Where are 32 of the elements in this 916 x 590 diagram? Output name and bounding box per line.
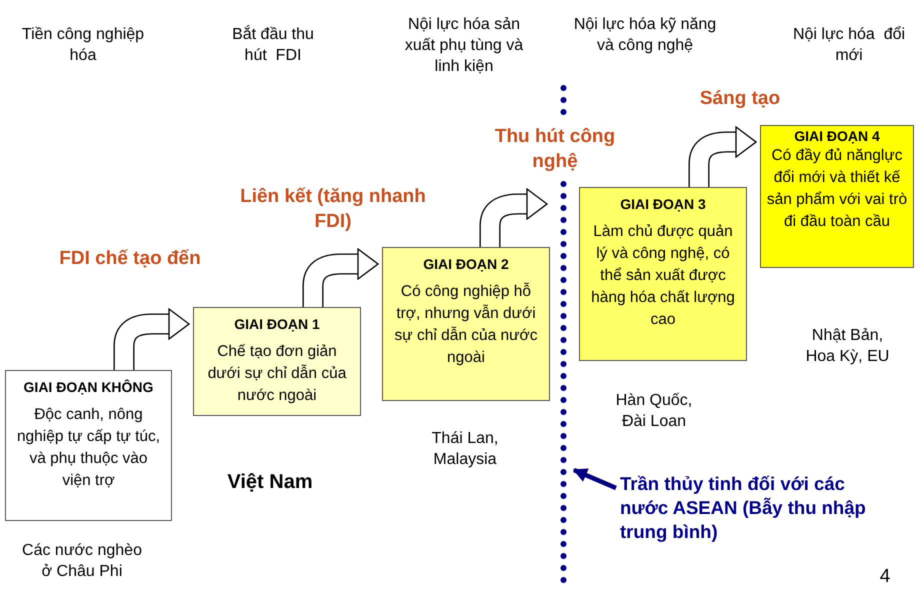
stage-title: GIAI ĐOẠN 2 xyxy=(422,256,510,273)
stage-heading: Nội lực hóa đổi mới xyxy=(792,25,906,66)
page-number: 4 xyxy=(878,566,892,587)
stage-heading: Nội lực hóa kỹ năng và công nghệ xyxy=(572,15,718,56)
stage-title: GIAI ĐOẠN 4 xyxy=(793,128,881,145)
stage-description: Có công nghiệp hỗ trợ, nhưng vẫn dưới sự chỉ dẫn của nước ngoài xyxy=(394,282,538,368)
stage-heading: Tiền công nghiệp hóa xyxy=(20,25,146,66)
stage-box xyxy=(760,125,914,268)
country-label: Nhật Bản, Hoa Kỳ, EU xyxy=(804,326,890,367)
stage-description: Có đầy đủ nănglực đổi mới và thiết kế sản phẩm với vai trò đi đầu toàn cầu xyxy=(766,146,908,232)
stage-box xyxy=(193,307,361,416)
arrow-caption: Liên kết (tăng nhanh FDI) xyxy=(239,185,427,234)
stage-heading: Bắt đầu thu hút FDI xyxy=(231,24,315,66)
country-label: Các nước nghèo ở Châu Phi xyxy=(21,541,143,582)
note-text: Trần thủy tinh đối với các nước ASEAN (Bẫy thu nhập trung bình) xyxy=(620,472,892,548)
arrow-caption: Thu hút công nghệ xyxy=(494,125,616,174)
arrow-caption: FDI chế tạo đến xyxy=(58,247,202,271)
country-label: Hàn Quốc, Đài Loan xyxy=(614,391,694,432)
arrow-caption: Sáng tạo xyxy=(698,87,782,111)
stage-heading: Nội lực hóa sản xuất phụ tùng và linh kiện xyxy=(404,15,524,77)
stage-title: GIAI ĐOẠN 1 xyxy=(233,316,321,333)
stage-description: Độc canh, nông nghiệp tự cấp tự túc, và phụ thuộc vào viện trợ xyxy=(16,405,161,491)
stage-description: Chế tạo đơn giản dưới sự chỉ dẫn của nước ngoài xyxy=(206,342,348,406)
stage-description: Làm chủ được quản lý và công nghệ, có thể sản xuất được hàng hóa chất lượng cao xyxy=(590,222,736,330)
stage-title: GIAI ĐOẠN 3 xyxy=(619,196,707,213)
stage-box xyxy=(579,187,747,361)
country-label: Việt Nam xyxy=(226,472,314,493)
country-label: Thái Lan, Malaysia xyxy=(430,429,500,470)
stage-title: GIAI ĐOẠN KHÔNG xyxy=(22,379,154,396)
arrow xyxy=(572,468,617,490)
stage-box xyxy=(382,247,550,401)
stage-box xyxy=(5,370,172,521)
